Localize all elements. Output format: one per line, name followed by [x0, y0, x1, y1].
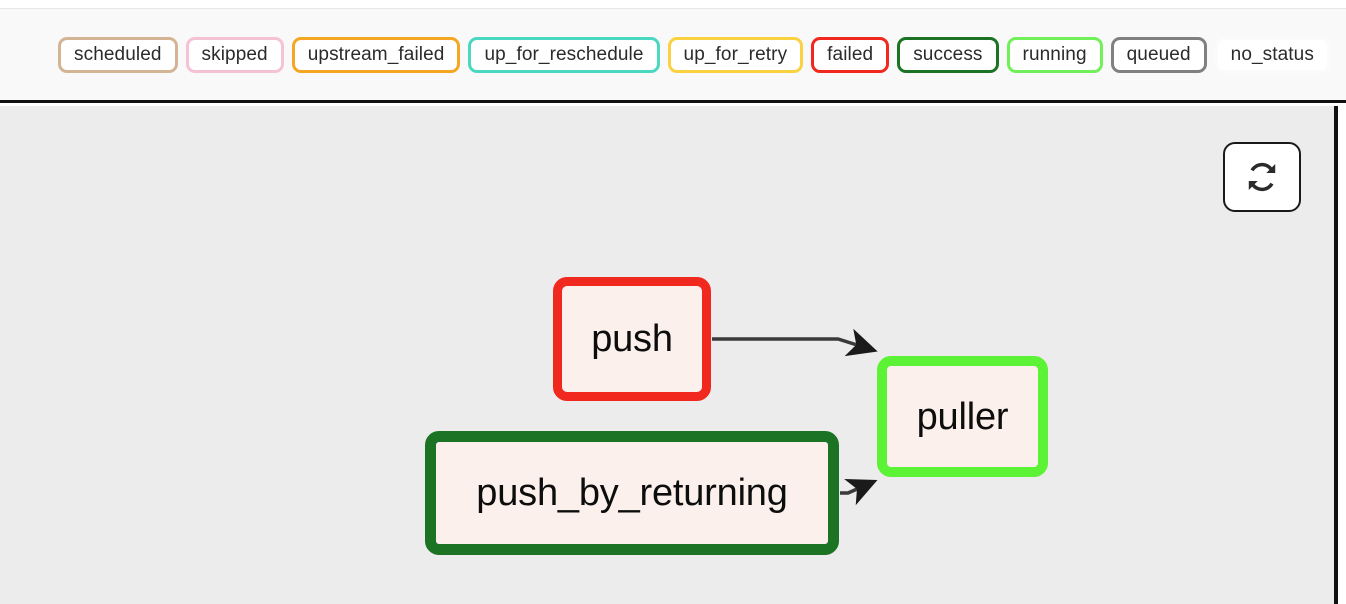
legend-pill-success[interactable]: success — [897, 36, 999, 73]
status-legend-bar: scheduled skipped upstream_failed up_for_re… — [0, 9, 1346, 103]
legend-pill-label: success — [913, 44, 983, 65]
legend-pill-label: up_for_reschedule — [484, 44, 644, 65]
legend-pill-label: failed — [827, 44, 874, 65]
task-node-puller-label: puller — [916, 395, 1009, 438]
legend-pill-up-for-reschedule[interactable]: up_for_reschedule — [468, 36, 660, 73]
legend-pill-scheduled[interactable]: scheduled — [58, 36, 178, 73]
legend-pill-label: scheduled — [74, 44, 162, 65]
legend-pill-label: up_for_retry — [683, 44, 788, 65]
legend-pill-up-for-retry[interactable]: up_for_retry — [667, 36, 804, 73]
legend-pill-label: running — [1022, 44, 1087, 65]
edge-push-by-returning-to-puller — [840, 479, 878, 506]
legend-pill-running[interactable]: running — [1006, 36, 1103, 73]
task-node-puller[interactable]: puller — [877, 356, 1048, 477]
top-divider — [0, 0, 1346, 9]
legend-pill-upstream-failed[interactable]: upstream_failed — [291, 36, 461, 73]
task-node-push[interactable]: push — [553, 277, 711, 401]
graph-edges-layer — [712, 328, 878, 506]
legend-pill-no-status[interactable]: no_status — [1214, 36, 1330, 73]
legend-pill-label: queued — [1126, 44, 1191, 65]
graph-canvas[interactable]: push push_by_returning puller — [0, 106, 1338, 604]
legend-pill-label: no_status — [1230, 44, 1314, 65]
refresh-icon — [1245, 160, 1279, 194]
refresh-button[interactable] — [1223, 142, 1301, 212]
task-node-push-label: push — [591, 318, 673, 360]
edge-push-to-puller — [712, 328, 878, 357]
status-legend-list: scheduled skipped upstream_failed up_for_re… — [58, 36, 1330, 73]
task-node-push-by-returning[interactable]: push_by_returning — [425, 431, 839, 555]
legend-pill-label: skipped — [201, 44, 268, 65]
legend-pill-queued[interactable]: queued — [1110, 36, 1207, 73]
legend-pill-skipped[interactable]: skipped — [185, 36, 284, 73]
legend-pill-label: upstream_failed — [307, 44, 445, 65]
legend-pill-failed[interactable]: failed — [811, 36, 890, 73]
task-node-push-by-returning-label: push_by_returning — [476, 472, 788, 514]
